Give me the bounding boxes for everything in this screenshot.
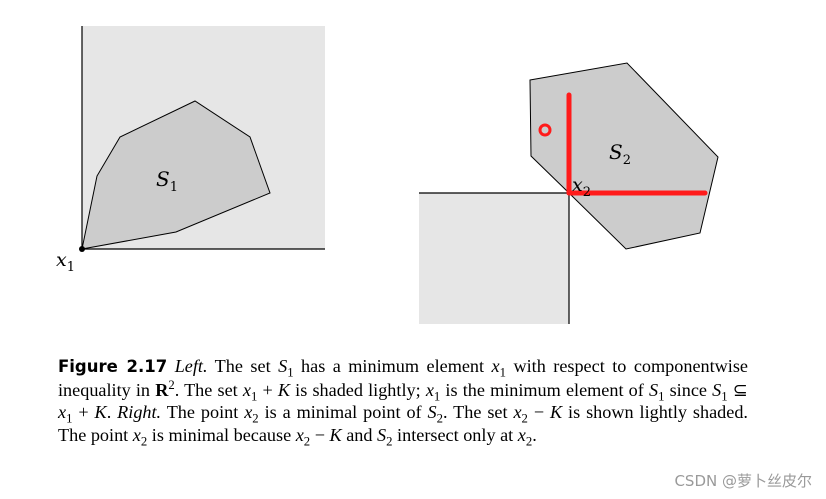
caption-fragment: 2 (303, 434, 311, 449)
caption-fragment: . The set (174, 379, 243, 400)
caption-fragment: x (295, 424, 304, 445)
caption-fragment: x (132, 424, 141, 445)
caption-fragment: x (513, 402, 522, 423)
caption-fragment: 2 (525, 434, 533, 449)
caption-fragment: The set (207, 356, 279, 376)
caption-fragment: x (58, 402, 67, 423)
caption-fragment: − (310, 424, 330, 445)
caption-text: Left. The set S1 has a minimum element x… (58, 356, 748, 449)
label-x1: x1 (56, 249, 75, 275)
caption-fragment: 1 (658, 389, 665, 404)
caption-fragment: Left. (174, 356, 208, 376)
caption-fragment: − (527, 402, 550, 423)
point-x1 (79, 246, 85, 252)
label-x2: x2 (572, 174, 591, 200)
caption-fragment: 1 (287, 365, 294, 380)
caption-fragment: x (242, 379, 251, 400)
caption-fragment: since (664, 379, 713, 400)
caption-fragment (167, 356, 174, 376)
caption-fragment: . (106, 402, 118, 423)
caption-fragment: . The set (443, 402, 514, 423)
highlight-ring (538, 123, 552, 137)
caption-fragment: has a minimum element (293, 356, 492, 376)
caption-fragment: . (532, 424, 537, 445)
caption-fragment: K (329, 424, 342, 445)
caption-fragment: is shaded lightly; (290, 379, 426, 400)
caption-fragment: 2 (168, 377, 175, 392)
caption-fragment: is minimal because (147, 424, 296, 445)
caption-fragment: 1 (499, 365, 506, 380)
caption-fragment: 1 (250, 389, 258, 404)
caption-fragment: K (277, 379, 291, 400)
set-S2 (529, 62, 719, 250)
caption-fragment: + (72, 402, 95, 423)
figure-number: Figure 2.17 (58, 357, 168, 376)
caption-fragment: 2 (140, 434, 148, 449)
caption-fragment: The point (161, 402, 245, 423)
caption-fragment: 1 (66, 411, 73, 426)
caption-fragment: R (155, 379, 169, 400)
watermark: CSDN @萝卜丝皮尔 (674, 472, 812, 490)
caption-fragment: K (94, 402, 107, 423)
caption-fragment: S (377, 424, 387, 445)
set-S1 (81, 100, 271, 250)
caption-fragment: 2 (386, 434, 393, 449)
caption-fragment: ⊆ (727, 379, 748, 400)
caption-fragment: with respect to componentwise inequality… (58, 356, 748, 400)
caption-fragment: K (550, 402, 563, 423)
cone-x2-minus-K (419, 193, 569, 324)
caption-fragment: x (244, 402, 253, 423)
caption-fragment: 1 (721, 389, 728, 404)
caption-fragment: is shown lightly shaded. The point (58, 402, 748, 445)
caption-fragment: and (341, 424, 378, 445)
label-S2: S2 (609, 140, 631, 168)
caption-fragment: S (712, 379, 722, 400)
caption-fragment: 2 (521, 411, 528, 426)
caption-fragment: x (491, 356, 500, 376)
caption-fragment: S (278, 356, 288, 376)
caption-fragment: S (427, 402, 437, 423)
right-panel: S2 x2 (419, 62, 719, 324)
caption-fragment: S (648, 379, 659, 400)
caption-fragment: Right. (117, 402, 162, 423)
left-panel: S1 x1 (56, 26, 325, 275)
caption-fragment: is a minimal point of (258, 402, 428, 423)
caption-fragment: is the minimum element of (440, 379, 649, 400)
figure-caption: Figure 2.17 Left. The set S1 has a minim… (58, 355, 748, 449)
caption-fragment: + (257, 379, 278, 400)
caption-fragment: 2 (252, 411, 259, 426)
caption-fragment: 1 (433, 389, 441, 404)
label-S1: S1 (156, 167, 178, 195)
caption-fragment: x (425, 379, 434, 400)
figure-diagram: S1 x1 S2 x2 (56, 26, 719, 324)
caption-fragment: 2 (436, 411, 443, 426)
caption-fragment: x (517, 424, 526, 445)
caption-fragment: intersect only at (392, 424, 518, 445)
